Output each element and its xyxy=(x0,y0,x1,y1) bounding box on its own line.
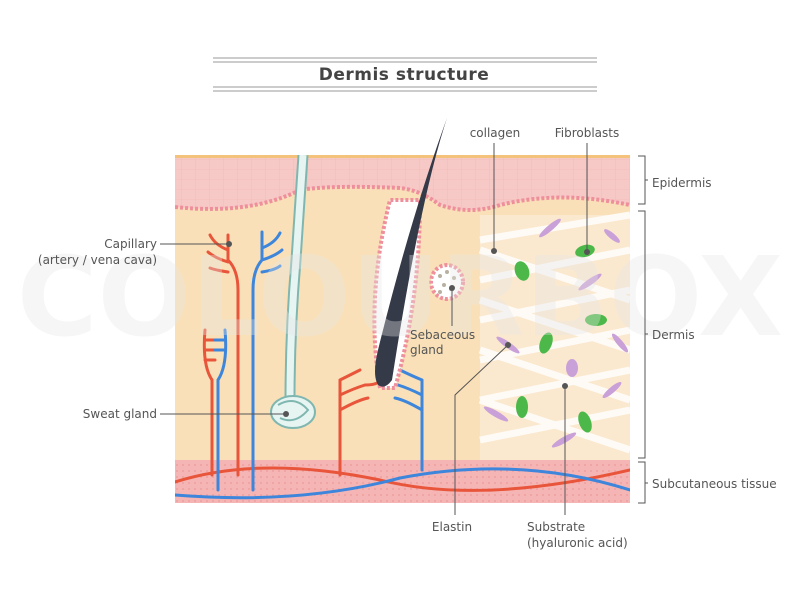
label-substrate-sub: (hyaluronic acid) xyxy=(527,536,628,550)
label-sebaceous-sub: gland xyxy=(410,343,444,357)
label-sweat-gland: Sweat gland xyxy=(83,407,157,421)
epidermis-layer xyxy=(175,155,630,210)
label-elastin: Elastin xyxy=(432,520,472,534)
label-dermis: Dermis xyxy=(652,328,695,342)
label-subcutaneous: Subcutaneous tissue xyxy=(652,477,777,491)
watermark: COLOURBOX xyxy=(17,233,783,361)
artery xyxy=(175,466,630,492)
label-capillary-sub: (artery / vena cava) xyxy=(38,253,157,267)
label-collagen: collagen xyxy=(470,126,521,140)
label-sebaceous: Sebaceous xyxy=(410,328,475,342)
title-block: Dermis structure xyxy=(213,57,597,92)
hair-shaft xyxy=(375,118,447,387)
capillary-group-left xyxy=(202,230,424,492)
label-epidermis: Epidermis xyxy=(652,176,712,190)
vein xyxy=(175,467,630,500)
label-fibroblasts: Fibroblasts xyxy=(555,126,620,140)
label-substrate: Substrate xyxy=(527,520,585,534)
page-title: Dermis structure xyxy=(319,65,490,85)
label-capillary: Capillary xyxy=(104,237,157,251)
sweat-gland xyxy=(270,155,316,429)
fibroblasts xyxy=(514,244,607,433)
leader-lines xyxy=(160,143,648,515)
